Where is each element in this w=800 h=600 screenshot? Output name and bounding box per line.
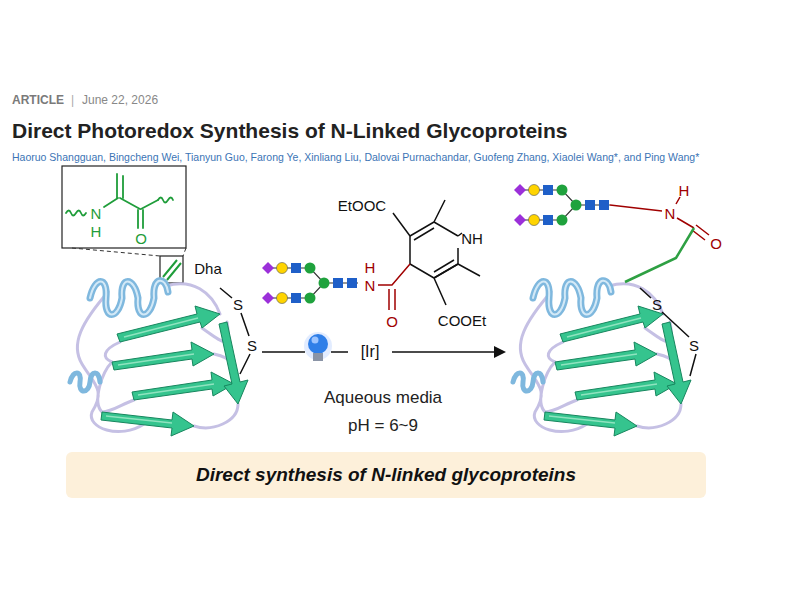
amide-bond (378, 264, 410, 310)
condition-text: pH = 6~9 (348, 417, 418, 434)
group-label: COOEt (438, 313, 486, 328)
amide-bond (610, 205, 662, 211)
dha-inset (163, 260, 181, 280)
dha-inset (117, 174, 123, 198)
dihydropyridine-reagent (410, 222, 434, 240)
group-label: EtOOC (338, 198, 386, 213)
dha-inset (62, 166, 186, 283)
dha-inset (120, 198, 140, 209)
glycan-right (514, 184, 610, 226)
atom-label: S (247, 338, 257, 353)
dha-inset (138, 210, 143, 228)
linker-bond (625, 228, 694, 282)
article-type: ARTICLE (12, 94, 64, 106)
light-bulb (308, 334, 328, 354)
author-list: Haoruo Shangguan, Bingcheng Wei, Tianyun… (12, 152, 699, 163)
separator: | (71, 94, 74, 106)
dihydropyridine-reagent (410, 222, 458, 278)
atom-label: O (135, 231, 147, 246)
catalyst-label: [Ir] (361, 344, 380, 360)
banner-text: Direct synthesis of N-linked glycoprotei… (196, 464, 576, 486)
disulfide-bond (640, 288, 696, 376)
atom-label: O (710, 236, 722, 251)
dha-inset (72, 248, 186, 256)
glycan-left (262, 262, 358, 304)
atom-label: O (386, 314, 398, 329)
atom-label: S (652, 297, 662, 312)
reaction-arrow (262, 346, 506, 358)
disulfide-bond (220, 288, 250, 374)
atom-label: N (91, 206, 102, 221)
atom-label: S (689, 338, 699, 353)
dihydropyridine-reagent (393, 200, 480, 305)
protein-left (70, 281, 248, 436)
atom-label: N (365, 278, 376, 293)
dha-inset (141, 200, 158, 209)
dihydropyridine-reagent (393, 200, 480, 305)
atom-label: S (233, 297, 243, 312)
dha-inset (104, 198, 118, 207)
atom-label: H (679, 183, 690, 198)
atom-label: H (365, 260, 376, 275)
summary-banner: Direct synthesis of N-linked glycoprotei… (66, 452, 706, 498)
atom-label: NH (461, 231, 483, 246)
light-bulb (312, 337, 319, 344)
amide-bond (610, 197, 709, 240)
protein-right (513, 281, 691, 436)
reaction-arrow (494, 346, 506, 358)
dha-inset (158, 198, 173, 203)
dha-inset (66, 211, 86, 216)
atom-label: H (91, 224, 102, 239)
atom-label: N (665, 206, 676, 221)
dha-inset (62, 166, 186, 248)
light-bulb (304, 332, 332, 360)
condition-text: Aqueous media (324, 389, 442, 406)
light-bulb (304, 332, 332, 361)
amide-bond (676, 197, 709, 240)
article-title: Direct Photoredox Synthesis of N-Linked … (12, 120, 567, 141)
dha-inset (66, 174, 173, 228)
publication-date: June 22, 2026 (82, 94, 158, 106)
dihydropyridine-reagent (434, 260, 458, 278)
light-bulb (313, 353, 323, 361)
amide-bond (378, 264, 410, 310)
residue-label: Dha (194, 261, 222, 276)
